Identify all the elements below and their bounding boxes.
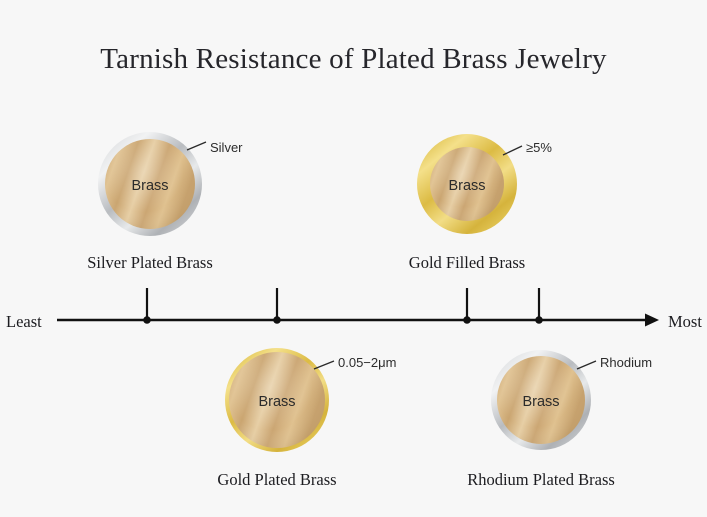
axis-label-least: Least (6, 312, 42, 331)
resistance-axis: Least Most (6, 288, 702, 331)
axis-tick-4 (535, 288, 543, 324)
core-label: Brass (131, 178, 168, 194)
annotation-label: Silver (210, 140, 243, 155)
annotation-leader-line (186, 141, 207, 151)
annotation-label: 0.05−2μm (338, 355, 396, 370)
axis-tick-2 (273, 288, 281, 324)
axis-tick-3 (463, 288, 471, 324)
core-label: Brass (258, 394, 295, 410)
item-gold-filled-brass[interactable]: Brass ≥5% Gold Filled Brass (409, 134, 553, 272)
item-silver-plated-brass[interactable]: Brass Silver Silver Plated Brass (87, 132, 243, 272)
annotation-label: Rhodium (600, 355, 652, 370)
item-title: Gold Filled Brass (409, 253, 525, 272)
item-title: Rhodium Plated Brass (467, 470, 615, 489)
tick-dot (143, 316, 151, 324)
brass-core-shading (497, 356, 585, 444)
tick-dot (463, 316, 471, 324)
item-rhodium-plated-brass[interactable]: Brass Rhodium Rhodium Plated Brass (467, 350, 652, 489)
page-title: Tarnish Resistance of Plated Brass Jewel… (100, 43, 607, 75)
brass-core-shading (105, 139, 195, 229)
item-gold-plated-brass[interactable]: Brass 0.05−2μm Gold Plated Brass (217, 348, 396, 489)
brass-core-shading (430, 147, 504, 221)
tick-dot (535, 316, 543, 324)
axis-arrowhead (645, 313, 659, 327)
axis-label-most: Most (668, 312, 702, 331)
brass-core-shading (229, 352, 325, 448)
annotation-leader-line (313, 360, 335, 370)
annotation-label: ≥5% (526, 140, 552, 155)
annotation-leader-line (502, 145, 523, 156)
item-title: Gold Plated Brass (217, 470, 336, 489)
tick-dot (273, 316, 281, 324)
axis-tick-1 (143, 288, 151, 324)
item-title: Silver Plated Brass (87, 253, 213, 272)
core-label: Brass (448, 178, 485, 194)
core-label: Brass (522, 394, 559, 410)
annotation-leader-line (576, 360, 597, 370)
